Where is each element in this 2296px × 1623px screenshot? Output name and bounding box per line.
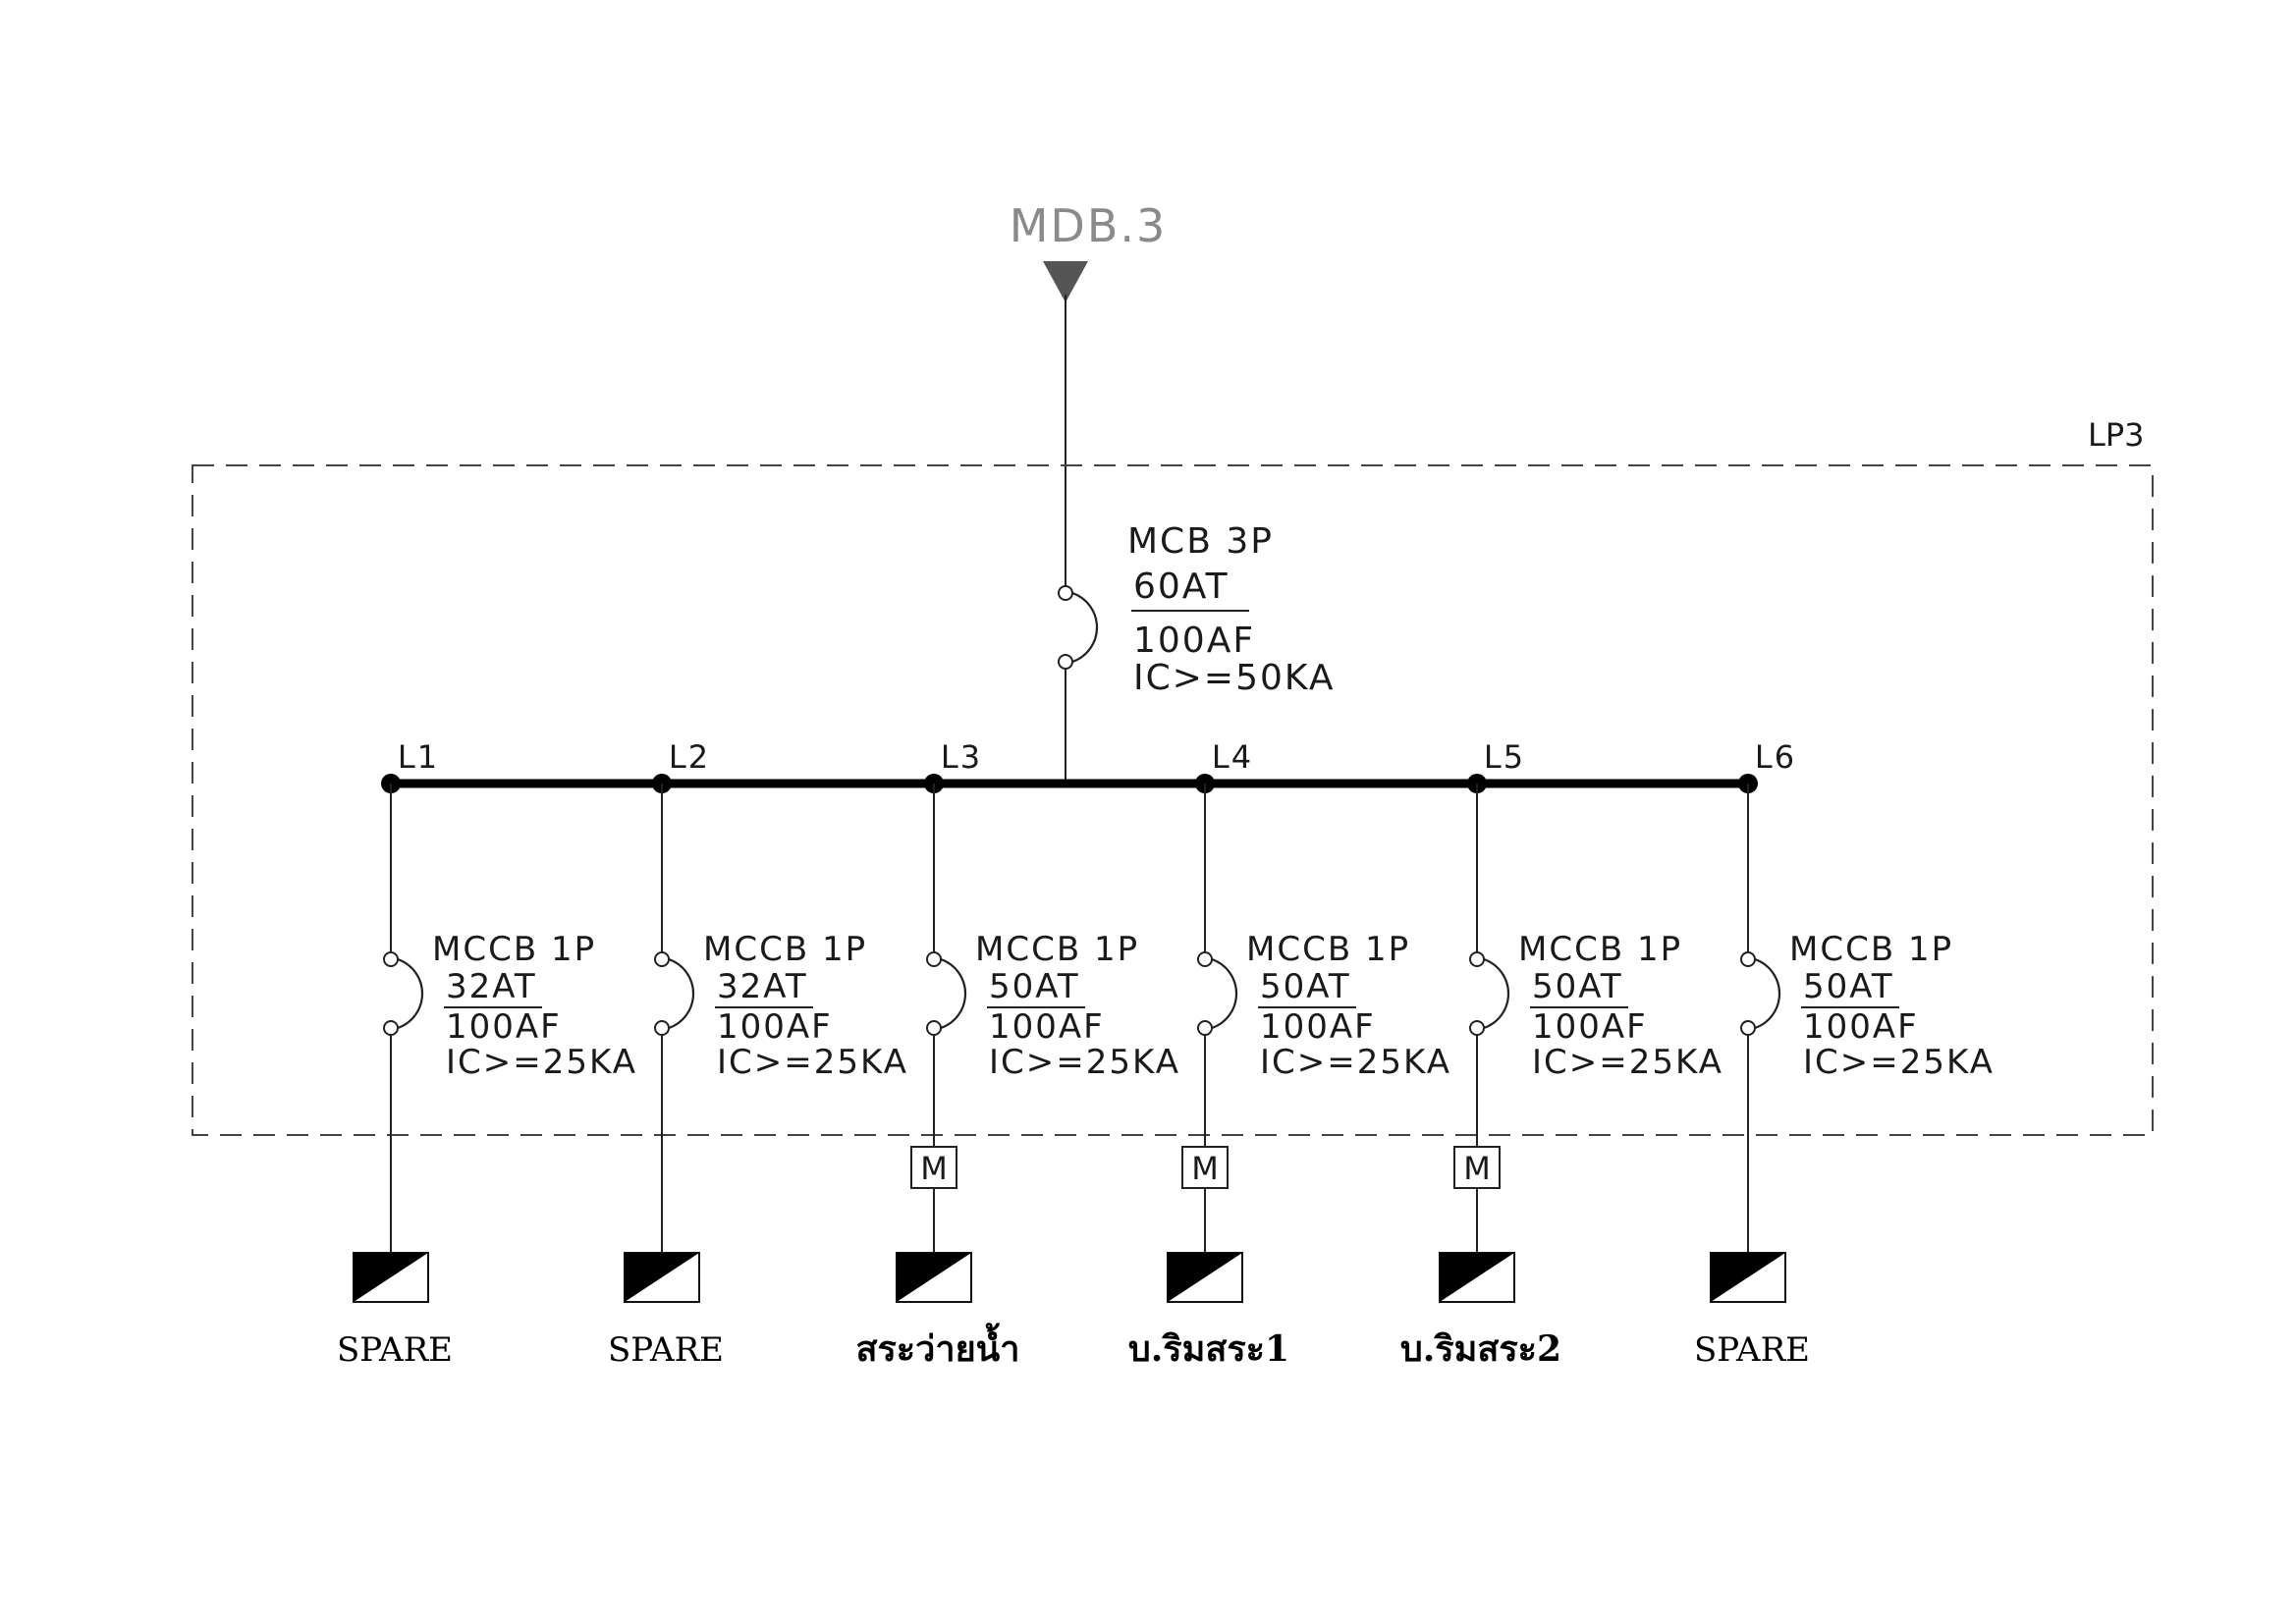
load-symbol-icon bbox=[625, 1253, 699, 1302]
breaker-contact-bottom bbox=[383, 1020, 399, 1036]
breaker-trip: 50AT bbox=[1803, 967, 1894, 1006]
load-label: บ.ริมสระ2 bbox=[1400, 1328, 1561, 1370]
breaker-arc-icon bbox=[1211, 957, 1238, 1030]
breaker-contact-top bbox=[1469, 951, 1485, 967]
breaker-type: MCCB 1P bbox=[1518, 930, 1682, 969]
breaker-trip: 32AT bbox=[446, 967, 537, 1006]
breaker-type: MCCB 1P bbox=[703, 930, 867, 969]
breaker-trip: 50AT bbox=[1532, 967, 1623, 1006]
motor-starter-box bbox=[910, 1146, 957, 1189]
breaker-type: MCCB 1P bbox=[1246, 930, 1410, 969]
breaker-contact-bottom bbox=[1469, 1020, 1485, 1036]
panel-lp3: LP3 bbox=[191, 416, 2154, 1136]
breaker-ic: IC>=25KA bbox=[446, 1043, 637, 1082]
motor-starter-label: M bbox=[1191, 1150, 1219, 1187]
motor-starter-label: M bbox=[1463, 1150, 1491, 1187]
breaker-frame: 100AF bbox=[1260, 1007, 1376, 1047]
breaker-arc-icon bbox=[940, 957, 967, 1030]
breaker-frame: 100AF bbox=[717, 1007, 833, 1047]
breaker-arc-icon bbox=[1483, 957, 1510, 1030]
breaker-ic: IC>=25KA bbox=[1532, 1043, 1723, 1082]
load-label: SPARE bbox=[1694, 1330, 1810, 1370]
main-breaker: MCB 3P 60AT 100AF IC>=50KA bbox=[1058, 521, 1336, 784]
load-symbol-icon bbox=[897, 1253, 971, 1302]
breaker-contact-top bbox=[383, 951, 399, 967]
load-label: SPARE bbox=[337, 1330, 453, 1370]
load-symbol-icon bbox=[354, 1253, 428, 1302]
motor-starter-box bbox=[1453, 1146, 1501, 1189]
breaker-type: MCCB 1P bbox=[432, 930, 596, 969]
breaker-contact-bottom bbox=[654, 1020, 670, 1036]
main-breaker-contact-bottom bbox=[1058, 654, 1073, 670]
breaker-ic: IC>=25KA bbox=[717, 1043, 908, 1082]
breaker-contact-bottom bbox=[1197, 1020, 1213, 1036]
main-breaker-ic: IC>=50KA bbox=[1133, 658, 1336, 698]
main-breaker-type: MCB 3P bbox=[1127, 521, 1274, 562]
main-breaker-trip: 60AT bbox=[1133, 567, 1230, 607]
breaker-trip: 50AT bbox=[1260, 967, 1351, 1006]
breaker-frame: 100AF bbox=[446, 1007, 562, 1047]
load-label: SPARE bbox=[608, 1330, 724, 1370]
breaker-ic: IC>=25KA bbox=[1260, 1043, 1451, 1082]
breaker-contact-top bbox=[1197, 951, 1213, 967]
breaker-contact-top bbox=[654, 951, 670, 967]
breaker-arc-icon bbox=[397, 957, 424, 1030]
breaker-ic: IC>=25KA bbox=[989, 1043, 1180, 1082]
load-label: สระว่ายน้ำ bbox=[856, 1323, 1020, 1370]
panel-border bbox=[191, 464, 2154, 1136]
breaker-arc-icon bbox=[668, 957, 695, 1030]
panel-label: LP3 bbox=[2088, 416, 2144, 454]
phase-label: L2 bbox=[669, 738, 710, 776]
breaker-ic: IC>=25KA bbox=[1803, 1043, 1995, 1082]
breaker-type: MCCB 1P bbox=[975, 930, 1139, 969]
source-label: MDB.3 bbox=[1010, 199, 1168, 252]
breaker-trip: 50AT bbox=[989, 967, 1080, 1006]
breaker-frame: 100AF bbox=[1532, 1007, 1648, 1047]
load-label: บ.ริมสระ1 bbox=[1128, 1328, 1289, 1370]
breaker-contact-top bbox=[1740, 951, 1756, 967]
phase-label: L6 bbox=[1755, 738, 1796, 776]
breaker-trip: 32AT bbox=[717, 967, 808, 1006]
motor-starter-box bbox=[1181, 1146, 1229, 1189]
breaker-contact-bottom bbox=[1740, 1020, 1756, 1036]
breaker-frame: 100AF bbox=[989, 1007, 1105, 1047]
motor-starter-label: M bbox=[920, 1150, 948, 1187]
breaker-contact-top bbox=[926, 951, 942, 967]
breaker-contact-bottom bbox=[926, 1020, 942, 1036]
phase-label: L5 bbox=[1484, 738, 1525, 776]
breaker-type: MCCB 1P bbox=[1789, 930, 1953, 969]
phase-label: L3 bbox=[941, 738, 982, 776]
breaker-frame: 100AF bbox=[1803, 1007, 1919, 1047]
main-breaker-arc-icon bbox=[1071, 591, 1099, 664]
source-arrow-icon bbox=[1043, 261, 1088, 302]
load-symbol-icon bbox=[1440, 1253, 1514, 1302]
phase-label: L4 bbox=[1212, 738, 1253, 776]
load-symbol-icon bbox=[1711, 1253, 1785, 1302]
source-feeder: MDB.3 bbox=[1010, 199, 1168, 587]
main-breaker-frame: 100AF bbox=[1133, 621, 1255, 661]
phase-label: L1 bbox=[398, 738, 439, 776]
breaker-arc-icon bbox=[1754, 957, 1781, 1030]
load-symbol-icon bbox=[1168, 1253, 1242, 1302]
main-breaker-contact-top bbox=[1058, 585, 1073, 601]
